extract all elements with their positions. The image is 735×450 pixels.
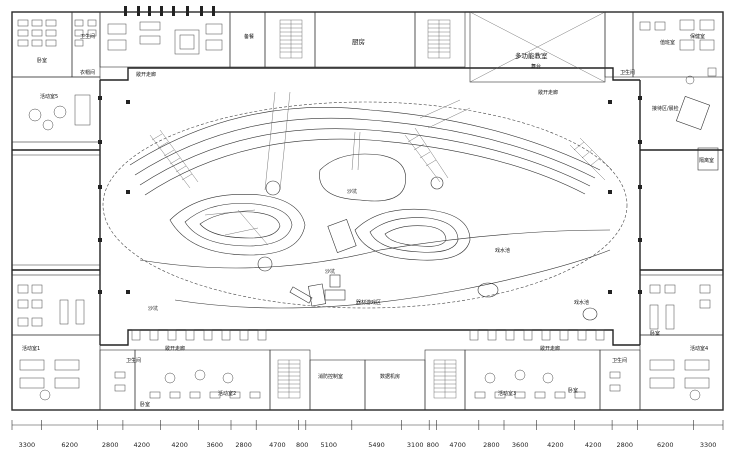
open-corridor-bottom-right-label: 敞开走廊 [540,345,560,352]
top-left-block [11,6,266,143]
bottom-left-block [11,274,271,411]
dimension-label: 3600 [512,441,529,449]
isolation-room-label: 隔离室 [699,157,714,164]
open-corridor-bottom-left-label: 敞开走廊 [165,345,185,352]
equipment-area-label: 器材游戏区 [356,299,381,306]
dimension-labels: 3300 6200 2800 4200 4200 3600 2800 4700 800 5100 5… [19,441,717,449]
bedroom-top-left-label: 卧室 [37,57,47,64]
dimension-label: 5490 [368,441,385,449]
activity-room-5-label: 活动室5 [40,93,58,100]
bottom-right-block [464,274,724,411]
open-corridor-top-left-label: 敞开走廊 [136,71,156,78]
dimension-label: 3300 [19,441,36,449]
bedroom-bottom-right-label: 卧室 [568,387,578,394]
duty-room-label: 值班室 [660,39,675,46]
toilet-top-right-label: 卫生间 [620,69,635,76]
dimension-label: 4700 [269,441,286,449]
dimension-label: 4200 [134,441,151,449]
dimension-label: 3600 [207,441,224,449]
sandpit-lower-left-label: 沙坑 [148,305,158,312]
dimension-label: 5100 [321,441,338,449]
activity-room-2-label: 活动室2 [218,390,236,397]
top-center-block [264,11,466,68]
dimension-label: 800 [296,441,308,449]
storage-label: 备餐 [244,33,254,40]
stage-label: 舞台 [531,63,541,70]
dimension-line [11,420,724,430]
dimension-label: 2800 [617,441,634,449]
dimension-label: 3300 [700,441,717,449]
kitchen-label: 厨房 [352,37,365,46]
data-room-label: 数据机房 [380,373,400,380]
dimension-label: 6200 [61,441,78,449]
bottom-center-block [269,349,466,411]
dimension-label: 2800 [483,441,500,449]
health-room-label: 保健室 [690,33,705,40]
dimension-label: 3100 [407,441,424,449]
reception-label: 接待区/晨检 [652,105,679,112]
activity-room-3-label: 活动室3 [498,390,516,397]
dimension-label: 4200 [585,441,602,449]
courtyard [102,91,628,321]
water-pool-lower-label: 戏水池 [574,299,589,306]
open-corridor-top-right-label: 敞开走廊 [538,89,558,96]
sandpit-center-label: 沙坑 [325,268,335,275]
dimension-label: 4700 [449,441,466,449]
dimension-label: 6200 [657,441,674,449]
dimension-label: 4200 [171,441,188,449]
top-right-block [469,11,724,171]
bedroom-right-label: 卧室 [650,330,660,337]
toilet-bottom-left-label: 卫生间 [126,357,141,364]
activity-room-1-label: 活动室1 [22,345,40,352]
toilet-top-left-label: 卫生间 [80,33,95,40]
water-pool-upper-label: 戏水池 [495,247,510,254]
coat-room-top-left-label: 衣帽间 [80,69,95,76]
dimension-label: 2800 [235,441,252,449]
toilet-bottom-right-label: 卫生间 [612,357,627,364]
bedroom-bottom-left-label: 卧室 [140,401,150,408]
dimension-label: 4200 [547,441,564,449]
sandpit-upper-label: 沙坑 [347,188,357,195]
dimension-label: 800 [427,441,439,449]
multi-function-room-label: 多功能教室 [515,51,548,60]
activity-room-4-label: 活动室4 [690,345,708,352]
fire-control-room-label: 消防控制室 [318,373,343,380]
dimension-label: 2800 [102,441,119,449]
